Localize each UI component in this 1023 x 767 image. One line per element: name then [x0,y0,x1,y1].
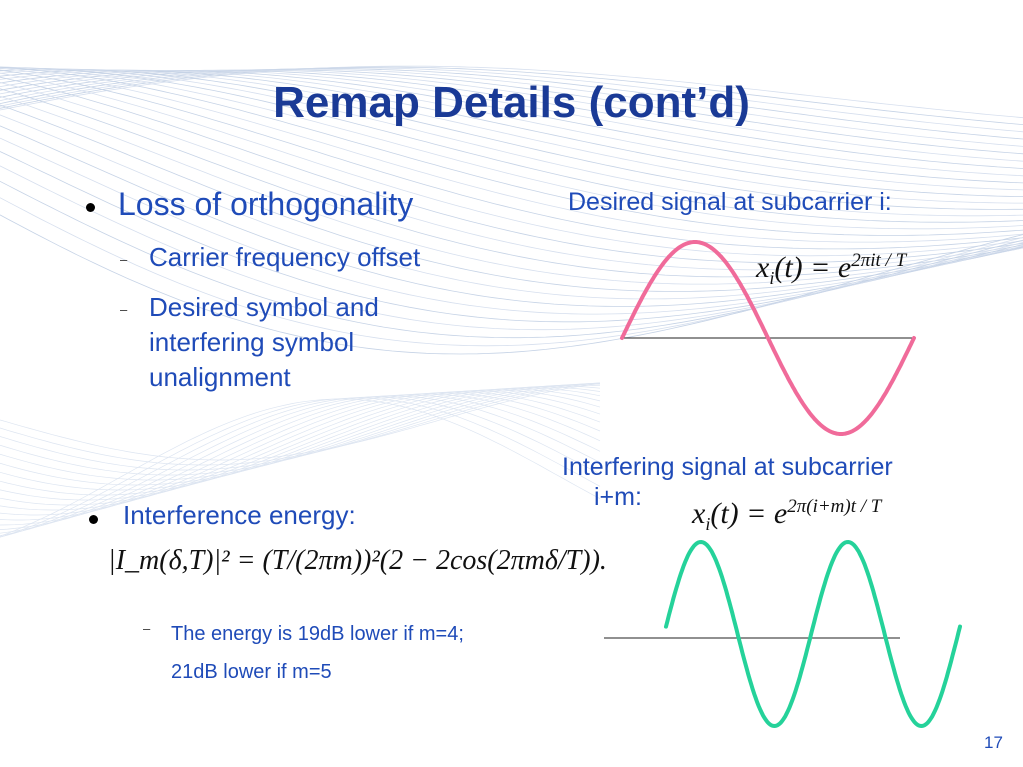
background-mesh-line [0,68,1023,210]
background-mesh-line [0,69,1023,250]
slide-title: Remap Details (cont’d) [273,78,750,127]
background-mesh-line [0,68,1023,147]
background-mesh-line [0,76,1023,264]
interfering-sine-wave [664,539,962,729]
desired-signal-plot [620,240,916,436]
desired-sine-wave [620,240,916,436]
background-mesh-line [0,68,1023,217]
background-mesh-line [0,82,1023,271]
background-mesh-line [0,69,1023,197]
caption-line: i+m: [594,483,642,511]
sub-bullet-line: unalignment [149,362,291,392]
background-mesh-line [0,396,601,538]
page-number: 17 [984,733,1003,752]
formula-subscript: i [769,268,775,288]
background-mesh-line [0,88,1023,278]
background-mesh-line [0,382,601,476]
desired-signal-caption: Desired signal at subcarrier i: [568,188,892,216]
formula-exponent: 2π(i+m)t / T [787,496,882,517]
background-mesh-line [0,69,1023,169]
background-mesh-line [0,397,601,538]
background-mesh-line [0,393,601,530]
background-mesh-line [0,384,601,486]
background-mesh-line [0,68,1023,140]
dash-marker: – [120,252,128,267]
background-mesh-line [0,67,1023,223]
formula-var: x [692,497,706,530]
background-mesh-line [0,382,601,471]
sub-bullet-energy-note: The energy is 19dB lower if m=4; 21dB lo… [171,615,464,691]
background-mesh-line [0,388,601,506]
sub-bullet-line: interfering symbol [149,327,355,357]
background-mesh-line [0,104,1023,292]
bullet-dot [89,515,98,524]
background-mesh-line [0,66,1023,125]
formula-var: x [756,251,770,284]
bullet-interference-energy: Interference energy: [123,500,356,530]
background-mesh-line [0,390,601,516]
formula-subscript: i [705,514,711,534]
background-mesh-line [0,386,601,496]
interfering-signal-caption: Interfering signal at subcarrier i+m: [562,452,893,512]
dash-marker: – [143,621,151,636]
background-mesh-line [0,66,1023,230]
desired-signal-formula: xi(t) = e2πit / T [756,250,906,289]
background-mesh-line [0,398,601,537]
background-mesh-line [0,65,1023,119]
background-mesh-line [0,395,601,537]
formula-arg: (t) = e [774,251,852,284]
background-mesh-line [0,382,601,466]
background-mesh-line [0,69,1023,204]
background-mesh-line [0,69,1023,162]
bullet-loss-of-orthogonality: Loss of orthogonality [118,186,414,222]
formula-arg: (t) = e [710,497,788,530]
dash-marker: – [120,302,128,317]
formula-exponent: 2πit / T [851,250,907,271]
background-mesh-line [0,67,1023,133]
interfering-signal-plot [604,539,962,729]
bullet-dot [86,203,95,212]
sub-bullet-unalignment: Desired symbol and interfering symbol un… [149,290,379,395]
background-mesh-line [0,197,1023,347]
background-mesh-line [0,72,1023,257]
background-mesh-line [0,69,1023,191]
background-mesh-line [0,385,601,491]
background-mesh-line [0,389,601,511]
caption-line: Interfering signal at subcarrier [562,453,893,481]
background-mesh-line [0,66,1023,236]
background-mesh-line [0,383,601,461]
background-mesh-line [0,180,1023,339]
background-mesh-line [0,165,1023,331]
energy-note-line: The energy is 19dB lower if m=4; [171,623,464,645]
energy-note-line: 21dB lower if m=5 [171,661,332,683]
background-mesh-line [0,95,1023,285]
background-mesh-line [0,394,601,534]
background-mesh-line [0,392,601,526]
sub-bullet-line: Desired symbol and [149,292,379,322]
background-mesh-line [0,214,1023,355]
interference-energy-formula: |I_m(δ,T)|² = (T/(2πm))²(2 − 2cos(2πmδ/T… [108,545,607,576]
sub-bullet-carrier-frequency-offset: Carrier frequency offset [149,242,421,272]
background-mesh-line [0,383,601,481]
background-mesh-line [0,67,1023,243]
interfering-signal-formula: xi(t) = e2π(i+m)t / T [692,496,881,535]
